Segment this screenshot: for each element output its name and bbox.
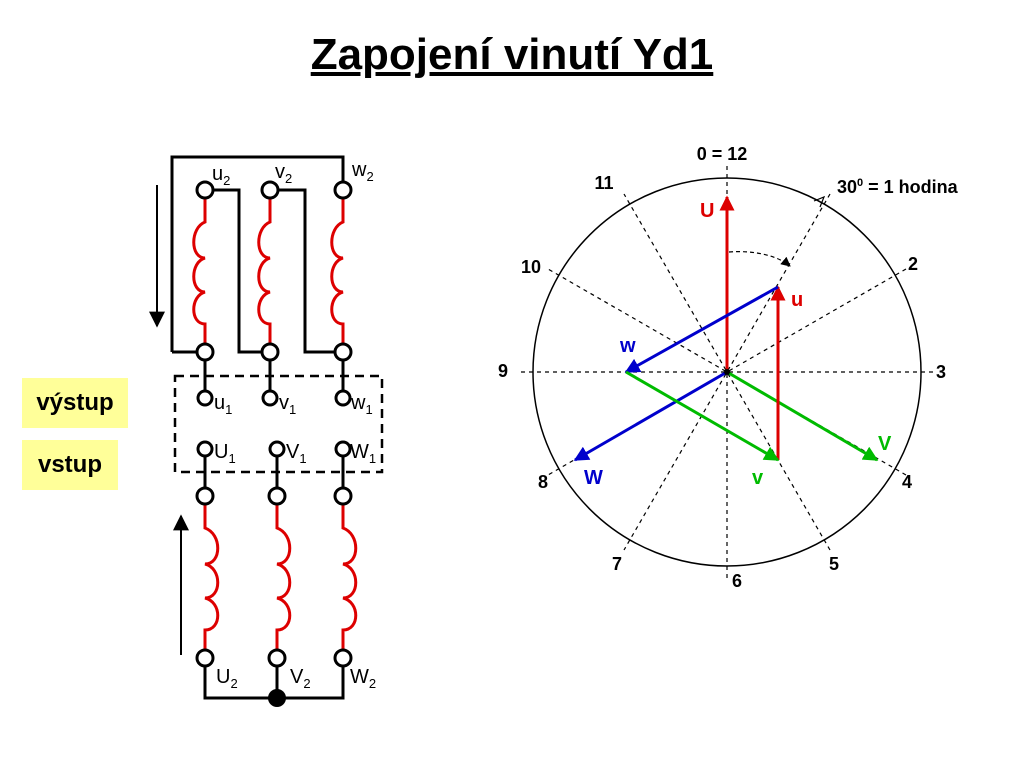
coil-v-secondary [257,198,272,344]
terminal-w1 [334,389,352,407]
coil-U-primary [203,504,220,650]
delta-link-u-v [205,188,270,354]
phasor-label-u: u [791,289,803,311]
phasor-label-U: U [700,200,714,222]
hour-label-10: 10 [521,257,541,277]
angle-marker [813,195,826,208]
phasor-label-w: w [619,335,636,357]
hour-label-3: 3 [936,362,946,382]
hour-label-4: 4 [902,472,912,492]
coil-w-secondary [330,198,345,344]
terminal-v2 [260,180,280,200]
phasor-w [624,285,779,374]
hour-label-8: 8 [538,472,548,492]
coil-u-secondary [192,198,207,344]
coils [192,198,358,650]
terminal-W2 [333,648,353,668]
coil-W-primary [341,504,358,650]
phasor-label-v: v [752,467,764,489]
terminal-V1 [268,440,286,458]
label-U1: U1 [214,441,236,466]
hour-label-7: 7 [612,554,622,574]
delta-outer-wire [170,155,345,352]
output-label: výstup [22,378,128,428]
phasor-v [625,370,780,462]
label-v2: v2 [275,161,292,186]
phasor-label-V: V [878,433,892,455]
hour-label-9: 9 [498,361,508,381]
terminal-U-coil-top [195,486,215,506]
terminal-W1 [334,440,352,458]
label-v1: v1 [279,392,296,417]
phasor-W [573,370,728,462]
phasor-label-W: W [584,467,603,489]
terminal-U2 [195,648,215,668]
hour-label-11: 11 [594,173,613,193]
terminal-v1 [261,389,279,407]
star-point-node [268,689,286,707]
label-V2: V2 [290,666,311,691]
phasor-origin [724,369,730,375]
terminal-node-u [195,342,215,362]
terminal-V2 [267,648,287,668]
label-W1: W1 [350,441,376,466]
terminals [195,180,353,668]
hour-line-4-10 [547,268,907,476]
terminal-U1 [196,440,214,458]
phasor-V [726,370,879,462]
terminal-w2 [333,180,353,200]
delta-link-v-w [270,188,343,354]
terminal-node-w [333,342,353,362]
terminal-W-coil-top [333,486,353,506]
page-title: Zapojení vinutí Yd1 [310,30,714,79]
hour-label-6: 6 [732,571,742,591]
hour-label-2: 2 [908,254,918,274]
hour-label-12: 0 = 12 [697,144,748,164]
terminal-V-coil-top [267,486,287,506]
label-V1: V1 [286,441,307,466]
label-u1: u1 [214,392,232,417]
terminal-node-v [260,342,280,362]
label-W2: W2 [350,666,376,691]
label-u2: u2 [212,163,230,188]
hour-label-5: 5 [829,554,839,574]
rotation-arc [728,251,791,267]
label-w2: w2 [351,159,374,184]
label-U2: U2 [216,666,238,691]
terminal-u2 [195,180,215,200]
clock-hour-labels: 0 = 12 2 3 4 5 6 7 8 9 10 11 300 = 1 hod… [498,144,959,591]
terminal-u1 [196,389,214,407]
winding-circuit [170,155,345,700]
label-w1: w1 [350,392,373,417]
terminal-box [173,374,384,474]
coil-V-primary [275,504,292,650]
input-label: vstup [22,440,118,490]
angle-note: 300 = 1 hodina [837,177,959,197]
